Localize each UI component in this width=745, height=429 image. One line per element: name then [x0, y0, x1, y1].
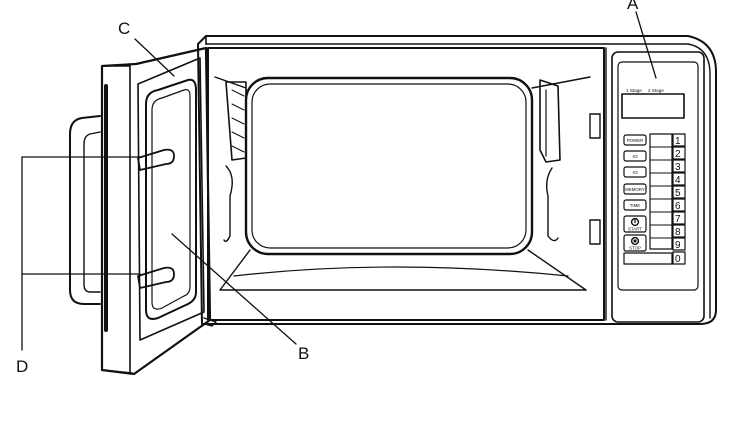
- function-buttons: POWER X2 X3 MEMORY TIME START STOP: [623, 134, 647, 252]
- display-label-stage2: 2 Stage: [648, 88, 664, 93]
- svg-text:3: 3: [675, 162, 681, 173]
- svg-text:9: 9: [675, 240, 681, 251]
- svg-text:6: 6: [675, 201, 681, 212]
- x2-button[interactable]: X2: [623, 150, 647, 162]
- memory-button[interactable]: MEMORY: [623, 183, 647, 195]
- stop-button[interactable]: STOP: [623, 234, 647, 252]
- callout-label-c: C: [118, 19, 130, 38]
- digit-button-9[interactable]: 9: [672, 237, 686, 251]
- callout-c: C: [118, 19, 175, 77]
- start-icon: [630, 217, 640, 227]
- time-button[interactable]: TIME: [623, 199, 647, 211]
- callout-d: D: [16, 156, 141, 376]
- digit-button-3[interactable]: 3: [672, 159, 686, 173]
- digit-button-1[interactable]: 1: [672, 133, 686, 147]
- callout-label-d: D: [16, 357, 28, 376]
- door[interactable]: [100, 46, 217, 376]
- digit-button-2[interactable]: 2: [672, 146, 686, 160]
- digit-button-4[interactable]: 4: [672, 172, 686, 186]
- stop-icon-square: [633, 239, 637, 243]
- stop-icon: [630, 236, 640, 246]
- digit-button-0[interactable]: 0: [672, 251, 686, 265]
- microwave-body: [197, 35, 717, 325]
- svg-text:8: 8: [675, 227, 681, 238]
- control-panel: [611, 51, 705, 323]
- digit-button-7[interactable]: 7: [672, 211, 686, 225]
- callout-b: B: [171, 233, 309, 363]
- power-button[interactable]: POWER: [623, 134, 647, 146]
- svg-text:2: 2: [675, 149, 681, 160]
- svg-text:5: 5: [675, 188, 681, 199]
- door-latches: [137, 148, 175, 289]
- door-handle[interactable]: [69, 115, 101, 305]
- oven-cavity: [207, 47, 607, 321]
- svg-text:TIME: TIME: [630, 203, 641, 208]
- svg-text:X3: X3: [632, 170, 638, 175]
- svg-text:STOP: STOP: [629, 246, 641, 251]
- svg-text:POWER: POWER: [627, 138, 644, 143]
- number-keypad: 1 2 3 4 5 6 7 8 9 0: [623, 133, 686, 265]
- callout-label-b: B: [298, 344, 309, 363]
- svg-text:MEMORY: MEMORY: [625, 187, 645, 192]
- display-label-stage1: 1 Stage: [626, 88, 642, 93]
- svg-text:X2: X2: [632, 154, 638, 159]
- digit-button-5[interactable]: 5: [672, 185, 686, 199]
- svg-text:START: START: [628, 227, 642, 232]
- svg-text:4: 4: [675, 175, 681, 186]
- digit-button-8[interactable]: 8: [672, 224, 686, 238]
- x3-button[interactable]: X3: [623, 166, 647, 178]
- svg-text:0: 0: [675, 254, 681, 265]
- start-button[interactable]: START: [623, 215, 647, 233]
- display-window: 1 Stage 2 Stage: [621, 88, 685, 119]
- callout-a: A: [627, 0, 657, 79]
- svg-text:7: 7: [675, 214, 681, 225]
- svg-text:1: 1: [675, 136, 681, 147]
- digit-button-6[interactable]: 6: [672, 198, 686, 212]
- callout-label-a: A: [627, 0, 639, 13]
